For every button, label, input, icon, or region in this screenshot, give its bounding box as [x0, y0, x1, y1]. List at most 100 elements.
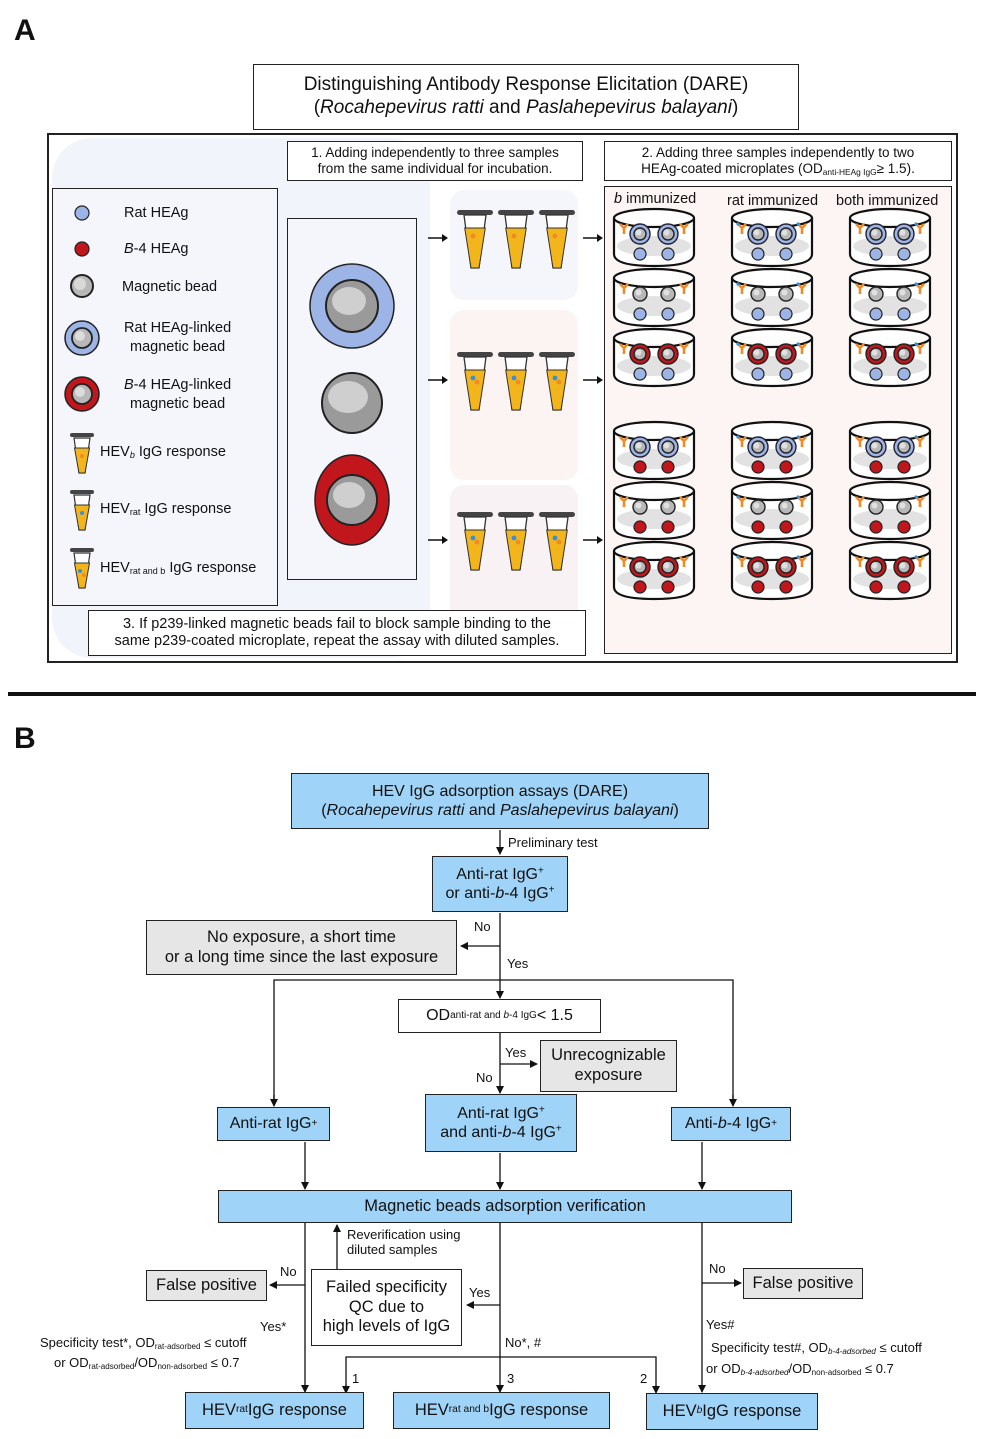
step3-box: 3. If p239-linked magnetic beads fail to… — [88, 610, 586, 656]
microplate-well-icon — [730, 480, 814, 541]
panel-a-label: A — [14, 14, 36, 47]
route-number-1: 1 — [352, 1371, 360, 1386]
large-beads — [309, 263, 395, 546]
preliminary-test-label: Preliminary test — [508, 835, 598, 850]
arrow-icon — [428, 234, 448, 242]
step3-line2: same p239-coated microplate, repeat the … — [114, 633, 560, 649]
anti-rat-or-b4-box: Anti-rat IgG+ or anti-b-4 IgG+ — [432, 856, 568, 912]
failed-line3: high levels of IgG — [322, 1317, 451, 1336]
microplate-well-icon — [612, 267, 696, 328]
yes-star-label: Yes* — [260, 1319, 287, 1334]
no-exposure-box: No exposure, a short time or a long time… — [146, 920, 457, 975]
dare-line1: HEV IgG adsorption assays (DARE) — [371, 782, 629, 800]
microplate-well-icon — [848, 540, 932, 601]
q1-line2: or anti-b-4 IgG+ — [445, 884, 555, 902]
step2-line2: HEAg-coated microplates (ODanti-HEAg IgG… — [641, 161, 915, 178]
tube-hev-rat-icon — [70, 490, 94, 531]
no-exposure-line1: No exposure, a short time — [207, 927, 396, 946]
yes-label-1: Yes — [507, 956, 529, 971]
no-label-right: No — [709, 1261, 726, 1276]
yes-label-failed: Yes — [469, 1285, 491, 1300]
panel-a-title: Distinguishing Antibody Response Elicita… — [253, 64, 799, 130]
failed-specificity-box: Failed specificity QC due to high levels… — [311, 1269, 462, 1346]
sample-tube-icon — [539, 210, 575, 269]
both-line1: Anti-rat IgG+ — [457, 1104, 545, 1122]
yes-hash-label: Yes# — [706, 1317, 735, 1332]
anti-rat-and-b4-box: Anti-rat IgG+ and anti-b-4 IgG+ — [425, 1094, 577, 1152]
microplate-well-icon — [730, 540, 814, 601]
both-line2: and anti-b-4 IgG+ — [440, 1123, 562, 1141]
legend-rat-heag: Rat HEAg — [124, 205, 189, 221]
title-line2: (Rocahepevirus ratti and Paslahepevirus … — [313, 97, 739, 118]
col-header-both: both immunized — [836, 193, 939, 209]
sample-tube-icon — [457, 210, 493, 269]
route-number-2: 2 — [640, 1371, 648, 1386]
q1-line1: Anti-rat IgG+ — [456, 865, 544, 883]
no-exposure-line2: or a long time since the last exposure — [164, 947, 439, 966]
microplate-well-icon — [612, 540, 696, 601]
step1-line2: from the same individual for incubation. — [317, 161, 553, 176]
unrec-line1: Unrecognizable — [551, 1046, 666, 1065]
sample-tube-icon — [539, 512, 575, 571]
no-label-1: No — [474, 919, 491, 934]
false-positive-right-box: False positive — [743, 1268, 863, 1299]
left-specificity-line2: or ODrat-adsorbed/ODnon-adsorbed ≤ 0.7 — [54, 1355, 240, 1371]
sample-tube-icon — [498, 512, 534, 571]
magnetic-beads-verification-box: Magnetic beads adsorption verification — [218, 1190, 792, 1223]
magnetic-bead-large-icon — [321, 372, 383, 434]
no-label-2: No — [476, 1070, 493, 1085]
sample-tube-icon — [457, 512, 493, 571]
microplate-well-icon — [848, 267, 932, 328]
arrow-icon — [428, 536, 448, 544]
b4-linked-bead-icon — [64, 376, 100, 412]
microplate-well-icon — [848, 480, 932, 541]
unrec-line2: exposure — [574, 1066, 643, 1084]
microplate-well-icon — [848, 327, 932, 388]
legend-icons — [64, 205, 100, 589]
arrow-icon — [583, 536, 603, 544]
microplate-well-icon — [612, 420, 696, 481]
step2-box: 2. Adding three samples independently to… — [604, 141, 952, 181]
yes-label-2: Yes — [505, 1045, 527, 1060]
arrow-icon — [583, 234, 603, 242]
panel-b-label: B — [14, 722, 36, 755]
no-label-left: No — [280, 1264, 297, 1279]
col-header-rat: rat immunized — [727, 193, 819, 209]
right-specificity-line1: Specificity test#, ODb-4-adsorbed ≤ cuto… — [711, 1340, 922, 1356]
no-star-hash-label: No*, # — [505, 1335, 542, 1350]
legend-hev-rat: HEVrat IgG response — [100, 501, 232, 518]
microplate-well-icon — [730, 327, 814, 388]
rat-heag-icon — [74, 205, 90, 221]
failed-line2: QC due to — [348, 1297, 425, 1316]
route-number-3: 3 — [507, 1371, 515, 1386]
step2-line1: 2. Adding three samples independently to… — [641, 144, 915, 160]
unrecognizable-exposure-box: Unrecognizable exposure — [540, 1040, 677, 1092]
microplate-well-icon — [848, 420, 932, 481]
failed-line1: Failed specificity — [325, 1277, 448, 1296]
legend-b4-heag: B-4 HEAg — [124, 241, 189, 257]
title-line1: Distinguishing Antibody Response Elicita… — [303, 74, 749, 96]
anti-b4-box: Anti-b-4 IgG+ — [671, 1107, 791, 1141]
sample-tube-icon — [539, 352, 575, 411]
magnetic-bead-icon — [70, 274, 94, 298]
sample-tube-icon — [498, 352, 534, 411]
sample-tube-icon — [457, 352, 493, 411]
panel-divider — [8, 692, 976, 696]
microplate-wells — [612, 207, 932, 601]
step1-line1: 1. Adding independently to three samples — [311, 144, 559, 160]
false-positive-left-box: False positive — [146, 1270, 267, 1301]
legend-magnetic-bead: Magnetic bead — [122, 279, 218, 295]
left-specificity-line1: Specificity test*, ODrat-adsorbed ≤ cuto… — [40, 1335, 247, 1351]
microplate-well-icon — [612, 480, 696, 541]
dare-line2: (Rocahepevirus ratti and Paslahepevirus … — [321, 802, 679, 819]
microplate-well-icon — [612, 327, 696, 388]
microplate-well-icon — [730, 267, 814, 328]
tube-hev-both-icon — [70, 548, 94, 589]
rat-linked-bead-icon — [64, 320, 100, 356]
